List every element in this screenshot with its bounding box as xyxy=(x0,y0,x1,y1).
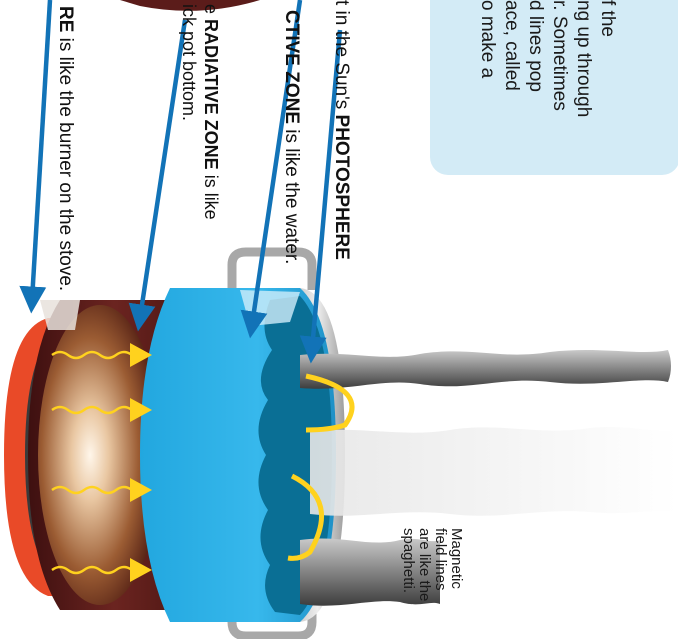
radiative-label-line1: e RADIATIVE ZONE is like xyxy=(200,4,222,220)
magnetic-label-line: spaghetti. xyxy=(400,528,416,638)
radiative-label-bold: RADIATIVE ZONE xyxy=(201,19,221,170)
magnetic-label: Magnetic field lines are like the spaghe… xyxy=(400,528,464,638)
convective-label-rest: is like the water. xyxy=(281,124,302,264)
spaghetti-strand-middle xyxy=(310,427,678,516)
convective-label: CTIVE ZONE is like the water. xyxy=(280,10,301,264)
info-line: o make a xyxy=(475,0,499,170)
photosphere-label-bold: PHOTOSPHERE xyxy=(331,115,352,260)
radiative-label-line2: ick pot bottom. xyxy=(178,4,200,220)
info-line: d lines pop xyxy=(523,0,547,170)
info-callout-text: f the ng up through r. Sometimes d lines… xyxy=(475,0,619,170)
core-label-rest: is like the burner on the stove. xyxy=(55,32,76,291)
radiative-label-pre: e xyxy=(201,4,221,19)
core-label-bold: RE xyxy=(55,6,76,32)
photosphere-label-pre: t in the Sun's xyxy=(331,0,352,115)
magnetic-label-line: field lines xyxy=(432,528,448,638)
magnetic-label-line: Magnetic xyxy=(448,528,464,638)
photosphere-label: t in the Sun's PHOTOSPHERE xyxy=(330,0,351,260)
info-line: f the xyxy=(595,0,619,170)
info-line: ng up through xyxy=(571,0,595,170)
radiative-label-rest: is like xyxy=(201,170,221,220)
convective-label-bold: CTIVE ZONE xyxy=(281,10,302,124)
info-line: ace, called xyxy=(499,0,523,170)
info-line: r. Sometimes xyxy=(547,0,571,170)
radiative-label: e RADIATIVE ZONE is like ick pot bottom. xyxy=(178,4,222,220)
magnetic-label-line: are like the xyxy=(416,528,432,638)
core-label: RE is like the burner on the stove. xyxy=(54,6,75,291)
spaghetti-strand-top xyxy=(300,350,671,389)
